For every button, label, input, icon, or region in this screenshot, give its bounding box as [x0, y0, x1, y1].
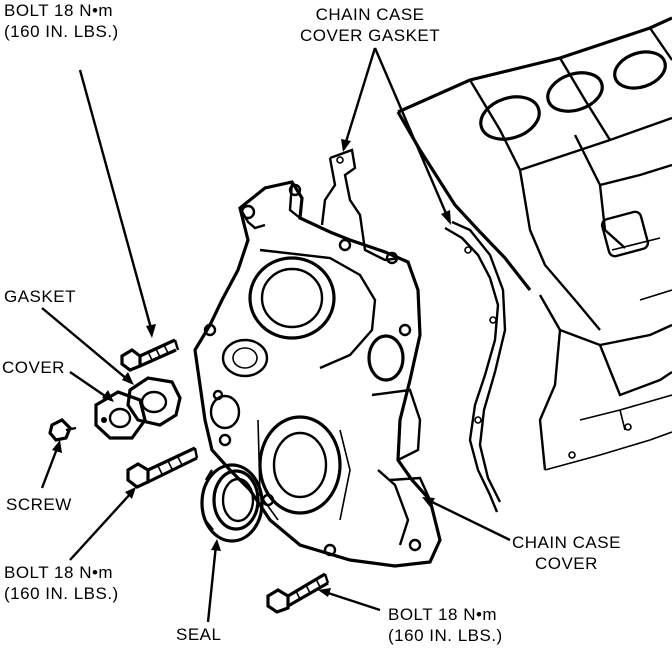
- label-gasket: GASKET: [4, 286, 76, 307]
- chain-case-cover-drawing: [193, 180, 442, 568]
- chain-case-cover-gasket-drawing: [320, 148, 507, 513]
- bolt-left-drawing: [126, 446, 199, 489]
- label-bolt-bottom-line2: (160 IN. LBS.): [388, 626, 503, 645]
- screw-drawing: [48, 418, 77, 442]
- label-chain-gasket-line1: CHAIN CASE: [315, 5, 425, 24]
- label-bolt-top: BOLT 18 N•m (160 IN. LBS.): [4, 0, 119, 42]
- label-bolt-left-line2: (160 IN. LBS.): [4, 584, 119, 603]
- cover-and-gasket-drawing: [94, 376, 182, 440]
- label-bolt-bottom-line1: BOLT 18 N•m: [388, 605, 498, 624]
- label-bolt-left-line1: BOLT 18 N•m: [4, 563, 114, 582]
- label-chain-cover-line1: CHAIN CASE: [512, 533, 621, 552]
- label-seal: SEAL: [176, 624, 221, 645]
- label-bolt-bottom: BOLT 18 N•m (160 IN. LBS.): [388, 604, 503, 646]
- engine-block-drawing: [396, 16, 672, 471]
- bolt-bottom-drawing: [266, 572, 330, 614]
- seal-drawing: [200, 463, 264, 543]
- label-seal-line1: SEAL: [176, 625, 222, 644]
- label-cover: COVER: [2, 357, 65, 378]
- label-bolt-top-line1: BOLT 18 N•m: [4, 1, 114, 20]
- label-chain-gasket-line2: COVER GASKET: [300, 26, 441, 45]
- label-chain-case-cover-gasket: CHAIN CASE COVER GASKET: [300, 4, 440, 46]
- label-bolt-top-line2: (160 IN. LBS.): [4, 22, 119, 41]
- bolt-top-drawing: [120, 338, 180, 372]
- label-screw-line1: SCREW: [6, 495, 72, 514]
- leader-lines: [40, 47, 511, 623]
- label-screw: SCREW: [6, 494, 72, 515]
- label-cover-line1: COVER: [2, 358, 65, 377]
- label-bolt-left: BOLT 18 N•m (160 IN. LBS.): [4, 562, 119, 604]
- label-chain-cover-line2: COVER: [534, 554, 598, 573]
- label-chain-case-cover: CHAIN CASE COVER: [512, 532, 621, 574]
- label-gasket-line1: GASKET: [4, 287, 76, 306]
